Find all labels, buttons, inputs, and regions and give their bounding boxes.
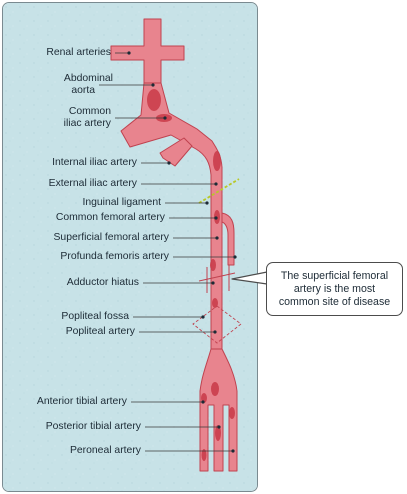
inguinal-ligament-line	[198, 178, 240, 204]
label-adductor-hiatus: Adductor hiatus	[66, 277, 139, 288]
label-superficial-femoral-artery: Superficial femoral artery	[53, 232, 170, 243]
label-inguinal-ligament: Inguinal ligament	[82, 197, 161, 208]
profunda-femoris-artery	[221, 212, 235, 266]
label-abdominal-aorta-line1: Abdominal	[63, 73, 113, 84]
diagram-panel: Renal arteries Abdominal aorta Common il…	[2, 2, 258, 492]
label-common-femoral-artery: Common femoral artery	[55, 212, 165, 223]
callout-line-2: artery is the most	[293, 283, 376, 295]
label-profunda-femoris-artery: Profunda femoris artery	[60, 251, 169, 262]
artery-tree	[110, 18, 238, 472]
label-abdominal-aorta-line2: aorta	[71, 85, 95, 96]
callout-line-3: common site of disease	[278, 296, 391, 308]
label-popliteal-fossa: Popliteal fossa	[61, 311, 129, 322]
label-common-iliac-line2: iliac artery	[63, 118, 111, 129]
callout-box: The superficial femoral artery is the mo…	[266, 262, 403, 316]
label-internal-iliac-artery: Internal iliac artery	[52, 157, 137, 168]
tibial-trunk	[199, 348, 238, 472]
adductor-hiatus-marker	[198, 265, 236, 293]
label-popliteal-artery: Popliteal artery	[65, 326, 135, 337]
label-common-iliac-line1: Common	[68, 106, 111, 117]
leader-dots	[127, 51, 237, 453]
label-renal-arteries: Renal arteries	[46, 47, 111, 58]
popliteal-fossa-outline	[192, 305, 242, 344]
label-external-iliac-artery: External iliac artery	[48, 178, 137, 189]
callout-line-1: The superficial femoral	[280, 270, 389, 282]
label-peroneal-artery: Peroneal artery	[69, 445, 141, 456]
label-anterior-tibial-artery: Anterior tibial artery	[36, 396, 127, 407]
artery-illustration	[3, 3, 257, 491]
label-posterior-tibial-artery: Posterior tibial artery	[45, 421, 141, 432]
leader-lines	[99, 52, 235, 452]
